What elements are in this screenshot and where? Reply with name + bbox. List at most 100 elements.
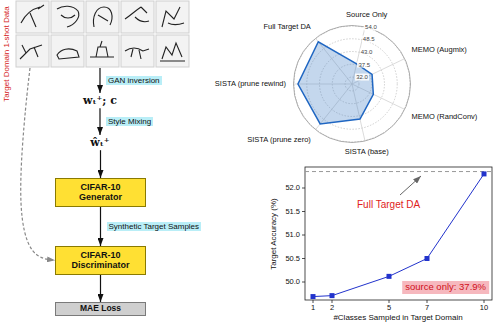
radar-frame [294,26,411,143]
sketch-stroke [125,7,149,22]
axis-tick [302,235,305,236]
sketch-tile [156,35,189,67]
edge-label: Style Mixing [106,117,153,127]
axis-tick [302,258,305,259]
radar-tick-label: 37.5 [357,61,371,68]
sketch-tile [86,35,119,67]
axis-tick [389,300,390,303]
radar-axis-label: MEMO (Augmix) [411,47,466,56]
sketch-stroke [57,6,79,27]
radar-area [298,42,373,124]
data-line [313,174,484,297]
radar-tick-label: 32.0 [355,74,369,81]
sketch-stroke [160,43,185,61]
data-point [425,256,430,261]
axis-tick [484,300,485,303]
grid-heading: Target Domain 1-shot Data [3,6,12,102]
sketch-tile [156,1,189,33]
tile-bg [51,1,84,33]
radar-tick-label: 48.5 [362,36,376,43]
radar-tick-label: 43.0 [360,49,374,56]
tick-label: 50.0 [285,278,300,287]
radar-axis-label: SISTA (base) [345,148,389,157]
radar-axis-label: SISTA (prune rewind) [215,80,286,89]
network-box: CIFAR-10 Discriminator [55,246,146,275]
tick-label: 1 [311,304,315,313]
latent-code: wₜ⁺; c [81,93,119,108]
tile-bg [16,35,49,67]
connector-arrow [100,150,101,178]
sketch-tile [121,1,154,33]
axis-tick [313,300,314,303]
sketch-stroke [93,7,112,27]
axis-tick [302,282,305,283]
annotation-text: Full Target DA [357,199,420,211]
connector-arrow [100,207,101,246]
sample-grid: Target Domain 1-shot Data [16,1,190,68]
latent-code: ŵₜ⁺ [88,135,111,150]
connector-arrow [21,68,55,260]
sketch-tile [121,35,154,67]
sketch-stroke [21,5,44,27]
radar-axis-label: Full Target DA [263,24,310,33]
tick-label: 5 [387,304,391,313]
data-point [482,171,487,176]
latent-text: wₜ⁺; c [83,94,117,107]
tick-label: 7 [425,304,429,313]
tile-bg [86,35,119,67]
tile-bg [156,35,189,67]
axis-tick [332,300,333,303]
box-label: CIFAR-10 Discriminator [70,250,131,271]
radar-axis-label: SISTA (prune zero) [247,136,311,145]
data-point [330,293,335,298]
connector-arrow [100,275,101,302]
sketch-tile [51,35,84,67]
sketch-stroke [57,49,79,59]
sketch-stroke [20,45,42,59]
box-label: CIFAR-10 Generator [70,182,131,203]
axis-tick [427,300,428,303]
sketch-tile [16,1,49,33]
latent-text: ŵₜ⁺ [90,136,109,149]
loss-box: MAE Loss [55,302,146,316]
tick-label: 52.0 [285,184,300,193]
tick-label: 51.0 [285,231,300,240]
reference-line [305,171,492,172]
tick-label: 10 [480,304,488,313]
radar-gridline [294,26,410,142]
axis-title: Target Accuracy (%) [269,198,278,270]
data-point [311,294,316,299]
axis-tick [302,188,305,189]
edge-label: Synthetic Target Samples [107,222,202,232]
sketch-tile [16,35,49,67]
edge-label: GAN inversion [106,76,162,86]
radar-tick-label: 54.0 [364,23,378,30]
network-box: CIFAR-10 Generator [55,178,146,207]
tick-label: 50.5 [285,254,300,263]
sketch-tile [51,1,84,33]
tile-bg [51,35,84,67]
axis-tick [302,211,305,212]
tick-label: 51.5 [285,207,300,216]
annotation-arrow [400,176,421,195]
tile-bg [121,35,154,67]
tick-label: 2 [330,304,334,313]
axis-title: #Classes Sampled in Target Domain [333,313,462,322]
sketch-stroke [90,41,114,57]
tile-bg [86,1,119,33]
tile-bg [156,1,189,33]
radar-axis-label: Source Only [346,11,387,20]
sketch-stroke [125,48,149,59]
box-label: MAE Loss [58,304,143,314]
note-box: source only: 37.9% [402,281,489,294]
data-point [387,274,392,279]
plot-frame [305,167,492,300]
tile-bg [16,1,49,33]
connector-arrow [99,68,100,93]
tile-bg [121,1,154,33]
radar-axis-label: MEMO (RandConv) [411,113,477,122]
connector-arrow [99,108,100,135]
sketch-tile [86,1,119,33]
sketch-stroke [162,7,184,27]
